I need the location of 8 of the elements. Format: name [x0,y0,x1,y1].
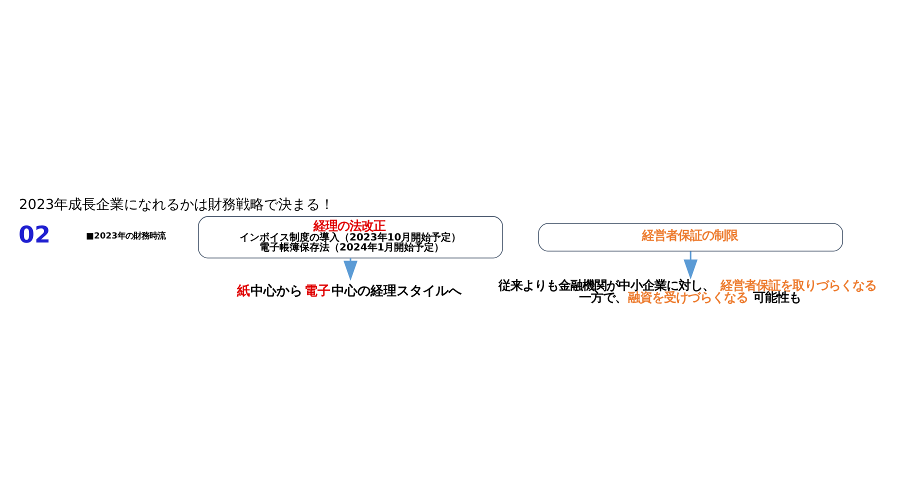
arrow [343,258,357,280]
node-text: 従来よりも金融機関が中小企業に対し、経営者保証を取りづらくなる一方で、融資を受けづらくなる可能性も [498,278,876,304]
node-box: 経理の法改正 インボイス制度の導入（2023年10月開始予定） 電子帳簿保存法（2024年1月開始予定） [198,216,502,258]
node-box: 経営者保証の制限 [538,222,842,251]
label: ■2023年の財務時流 [86,230,165,240]
label: 02 [18,222,50,248]
node-text: 紙中心から電子中心の経理スタイルへ [236,283,461,298]
diagram-title: 2023年成長企業になれるかは財務戦略で決まる！ [18,196,334,213]
